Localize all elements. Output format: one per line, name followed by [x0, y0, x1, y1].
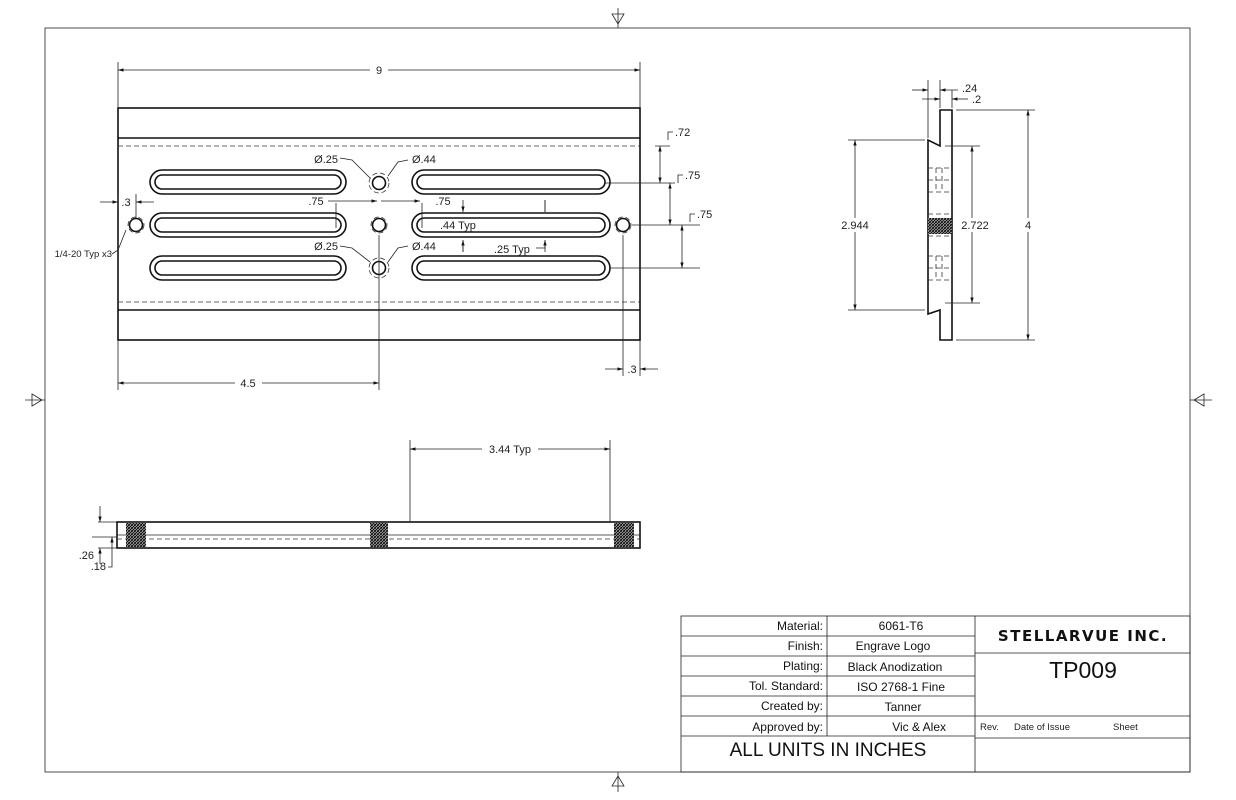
- dim-slot-width: .44 Typ: [440, 220, 476, 232]
- thread-note: 1/4-20 Typ x3: [55, 249, 112, 260]
- dim-half-length: 4.5: [240, 378, 255, 390]
- material-label: Material:: [777, 619, 823, 633]
- dim-depth-2: .18: [91, 561, 106, 573]
- approved-by-value: Vic & Alex: [892, 720, 946, 734]
- tolerance-label: Tol. Standard:: [749, 679, 823, 693]
- finish-value: Engrave Logo: [856, 639, 931, 653]
- dim-dovetail-outer: 2.944: [841, 220, 869, 232]
- dim-gap-left: .75: [308, 196, 323, 208]
- date-label: Date of Issue: [1014, 722, 1070, 733]
- sheet-border: [44, 27, 1191, 773]
- dim-depth-1: .26: [79, 550, 94, 562]
- dim-counterbore-bottom: Ø.44: [412, 241, 436, 253]
- created-by-label: Created by:: [761, 699, 823, 713]
- top-view: 9 4.5 .3 .3 1/4-20 Typ x3 Ø.25 Ø.44 Ø.25…: [55, 62, 712, 390]
- material-value: 6061-T6: [879, 619, 924, 633]
- part-number: TP009: [1049, 657, 1117, 683]
- thread-hatch: [928, 218, 952, 234]
- dim-gap-right: .75: [435, 196, 450, 208]
- units-note: ALL UNITS IN INCHES: [730, 740, 927, 761]
- rev-label: Rev.: [980, 722, 999, 733]
- sheet-label: Sheet: [1113, 722, 1138, 733]
- tolerance-value: ISO 2768-1 Fine: [857, 680, 945, 694]
- front-view: 3.44 Typ .26 .18: [79, 440, 641, 573]
- dim-thickness-plate: .2: [972, 94, 981, 106]
- dim-counterbore-top: Ø.44: [412, 154, 436, 166]
- dim-edge-offset-right: .3: [627, 364, 636, 376]
- dim-edge-offset-left: .3: [121, 197, 130, 209]
- dim-hole-spacing: 3.44 Typ: [489, 444, 531, 456]
- plating-value: Black Anodization: [848, 660, 943, 674]
- dim-thickness-total: .24: [962, 83, 977, 95]
- side-view: .24 .2 2.944 2.722 4: [841, 80, 1035, 341]
- dim-small-hole-top: Ø.25: [314, 154, 338, 166]
- centering-marks: [25, 8, 1212, 792]
- dim-pitch-1: .75: [685, 170, 700, 182]
- finish-label: Finish:: [788, 639, 823, 653]
- side-profile: [927, 109, 953, 341]
- company-logo: STELLARVUE INC.: [998, 627, 1168, 645]
- dim-small-hole-bottom: Ø.25: [314, 241, 338, 253]
- title-block: Material: 6061-T6 Finish: Engrave Logo P…: [680, 615, 1191, 773]
- plating-label: Plating:: [783, 659, 823, 673]
- dim-dovetail-inner: 2.722: [961, 220, 989, 232]
- created-by-value: Tanner: [885, 700, 922, 714]
- approved-by-label: Approved by:: [752, 720, 823, 734]
- top-view-dimension-lines: [100, 62, 700, 390]
- dim-overall-width: 4: [1025, 220, 1031, 232]
- dim-overall-length: 9: [376, 65, 382, 77]
- dim-offset-72: .72: [675, 127, 690, 139]
- slots: [149, 169, 611, 281]
- dim-slot-gap: .25 Typ: [494, 244, 530, 256]
- dim-pitch-2: .75: [697, 209, 712, 221]
